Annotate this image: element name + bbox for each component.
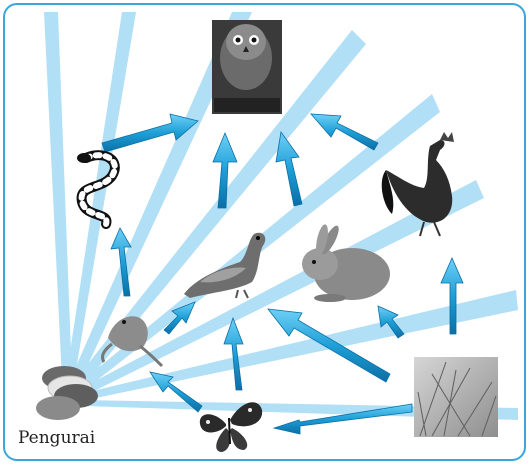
ray-1 bbox=[44, 12, 72, 380]
energy-arrows bbox=[102, 114, 463, 434]
grass-image bbox=[414, 357, 498, 437]
arrow-rabbit-to-owl bbox=[276, 132, 302, 206]
arrow-grass-to-pigeon bbox=[224, 318, 243, 390]
snake-image bbox=[77, 153, 115, 224]
arrow-rooster-to-owl bbox=[311, 114, 378, 150]
owl-image bbox=[212, 20, 282, 114]
decomposer-label: Pengurai bbox=[18, 428, 95, 448]
